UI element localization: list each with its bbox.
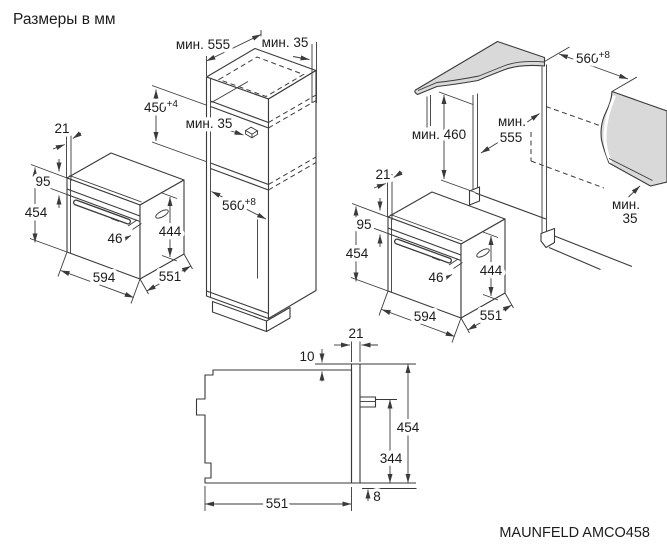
- sideview-front-frame-label: 21: [348, 326, 363, 341]
- oven-body-height-label: 444: [159, 224, 182, 239]
- oven-height-label: 454: [25, 205, 48, 220]
- column-cabinet-drawing: мин. 555 мин. 35 450+4 мин. 35 560+8: [141, 30, 317, 333]
- sideview-handle-height-label: 344: [380, 451, 403, 466]
- base-min-depth-label-line1: мин.: [498, 114, 526, 129]
- oven-height-label: 454: [346, 246, 369, 261]
- oven-depth-label: 551: [480, 308, 503, 323]
- column-shelf-rear-gap-label: мин. 35: [186, 116, 233, 131]
- oven-width-label: 594: [93, 270, 116, 285]
- right-oven: 21 95 454 46 444 594 551: [342, 164, 514, 343]
- column-min-depth-label: мин. 555: [176, 37, 230, 52]
- countertop: [414, 40, 546, 96]
- sideview-bottom-gap-label: 8: [373, 489, 381, 504]
- column-niche-width-label: 560+8: [222, 197, 256, 213]
- oven-panel-height-label: 95: [35, 174, 50, 189]
- left-oven: 21 95 454 46 444 594 551: [21, 118, 193, 304]
- vent-spacer: [244, 126, 259, 139]
- oven-handle-depth-label: 46: [428, 270, 443, 285]
- column-niche-height-label: 450+4: [144, 99, 178, 115]
- model-label: MAUNFELD AMCO458: [499, 525, 650, 541]
- sideview-height-label: 454: [397, 420, 420, 435]
- oven-body-height-label: 444: [480, 263, 503, 278]
- oven-depth-label: 551: [159, 269, 182, 284]
- page-title: Размеры в мм: [13, 11, 116, 28]
- base-rear-gap-label-line2: 35: [622, 211, 637, 226]
- sideview-top-gap-label: 10: [299, 349, 314, 364]
- oven-front-frame-label: 21: [54, 121, 69, 136]
- oven-width-label: 594: [414, 309, 437, 324]
- column-rear-wall-gap-label: мин. 35: [262, 35, 309, 50]
- oven-handle-depth-label: 46: [107, 231, 122, 246]
- base-min-height-label: мин. 460: [412, 127, 466, 142]
- oven-panel-height-label: 95: [356, 217, 371, 232]
- base-rear-gap-label-line1: мин.: [612, 197, 640, 212]
- oven-front-frame-label: 21: [375, 167, 390, 182]
- base-cabinet-drawing: 560+8 мин. 460 мин. 555 мин. 35: [408, 40, 667, 271]
- side-view-drawing: 21 10 454 344 551 8: [195, 323, 423, 515]
- sideview-depth-label: 551: [266, 496, 289, 511]
- base-niche-width-label: 560+8: [576, 50, 610, 66]
- base-min-depth-label-line2: 555: [500, 130, 523, 145]
